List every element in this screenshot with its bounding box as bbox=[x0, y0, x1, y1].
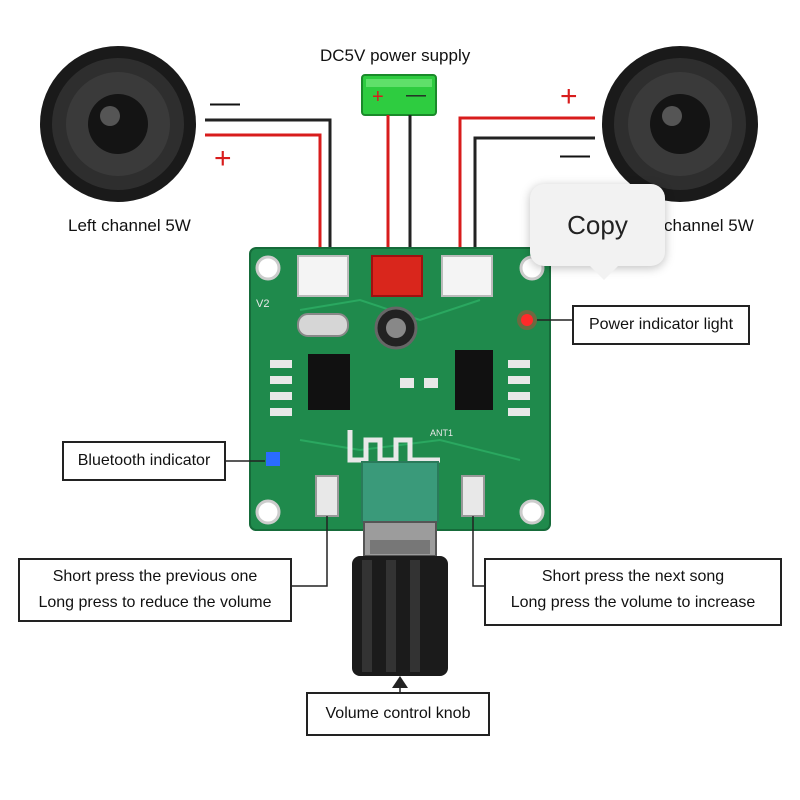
pcb-board bbox=[249, 247, 551, 531]
volume-knob-graphic bbox=[352, 521, 448, 676]
left-minus-sign: — bbox=[210, 86, 240, 119]
right-black-wire bbox=[473, 136, 595, 270]
prev-button-line1: Short press the previous one bbox=[52, 568, 258, 585]
psu-minus-sign: — bbox=[406, 84, 426, 106]
next-button-callout: Short press the next song Long press the… bbox=[484, 558, 782, 626]
power-supply-label: DC5V power supply bbox=[320, 46, 471, 65]
volume-knob-callout: Volume control knob bbox=[306, 692, 490, 736]
left-black-wire bbox=[205, 118, 332, 270]
right-channel-label: channel 5W bbox=[664, 216, 754, 235]
left-channel-label: Left channel 5W bbox=[68, 216, 191, 235]
left-plus-sign: + bbox=[214, 142, 232, 175]
right-speaker bbox=[602, 46, 758, 202]
psu-connector bbox=[361, 74, 437, 116]
prev-button-callout: Short press the previous one Long press … bbox=[18, 558, 292, 622]
copy-tooltip-button[interactable]: Copy bbox=[530, 184, 665, 280]
next-button-line1: Short press the next song bbox=[541, 568, 725, 585]
right-minus-sign: — bbox=[560, 138, 590, 171]
left-speaker bbox=[40, 46, 196, 202]
right-red-wire bbox=[458, 116, 595, 270]
left-red-wire bbox=[205, 133, 322, 270]
board-version-label: V2 bbox=[256, 298, 270, 310]
next-button-leader bbox=[472, 516, 484, 587]
power-indicator-callout: Power indicator light bbox=[572, 305, 750, 345]
next-button-line2: Long press the volume to increase bbox=[510, 594, 756, 611]
psu-plus-sign: + bbox=[372, 86, 384, 108]
antenna-label: ANT1 bbox=[430, 428, 454, 438]
copy-tooltip-label: Copy bbox=[567, 209, 628, 240]
bluetooth-indicator-callout: Bluetooth indicator bbox=[62, 441, 226, 481]
prev-button-leader bbox=[292, 516, 328, 587]
knob-arrow bbox=[392, 676, 408, 688]
prev-button-line2: Long press to reduce the volume bbox=[38, 594, 272, 611]
right-plus-sign: + bbox=[560, 80, 578, 113]
